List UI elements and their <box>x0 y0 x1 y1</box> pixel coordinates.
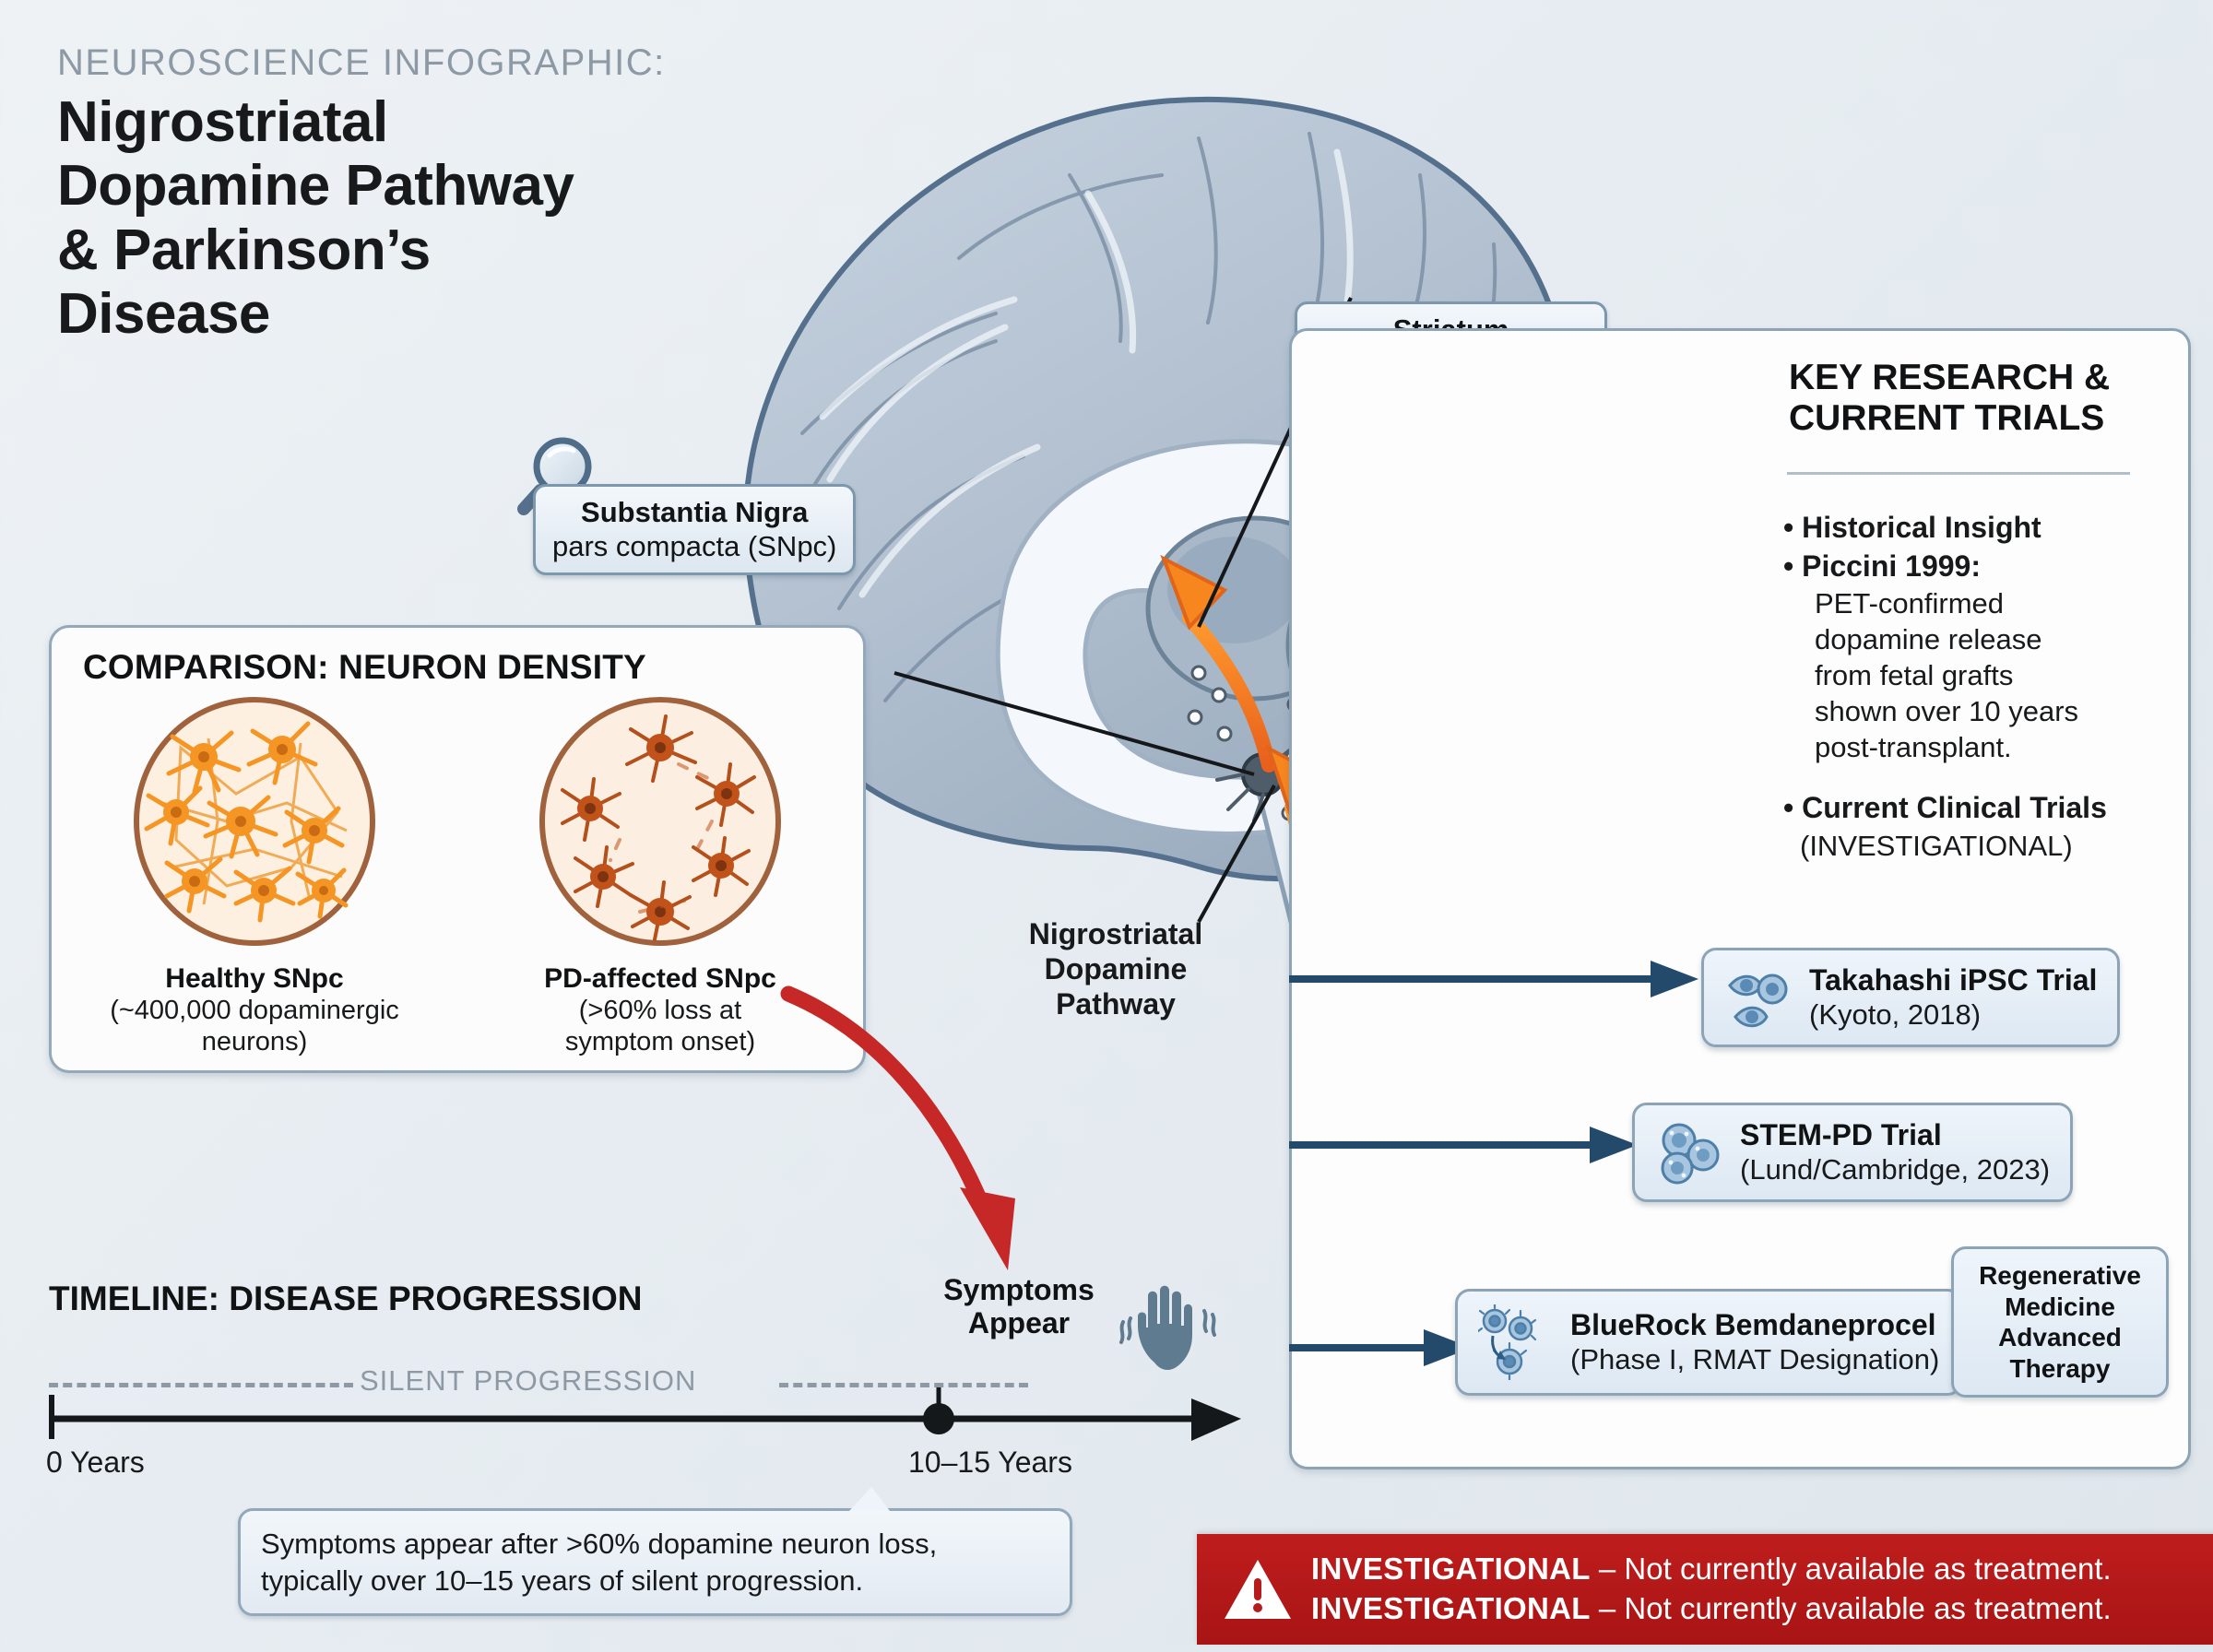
comparison-pd: PD-affected SNpc (>60% loss at symptom o… <box>503 692 817 1057</box>
trial-stempd-name: STEM-PD Trial <box>1740 1118 1942 1152</box>
warning-line-1-rest: – Not currently available as treatment. <box>1590 1552 2112 1587</box>
research-bullet-list: • Historical Insight • Piccini 1999: PET… <box>1783 509 2180 864</box>
research-bullet-9: (INVESTIGATIONAL) <box>1800 830 2073 863</box>
comparison-panel: COMPARISON: NEURON DENSITY <box>49 625 866 1073</box>
timeline-heading: TIMELINE: DISEASE PROGRESSION <box>49 1280 643 1317</box>
research-bullet-5: shown over 10 years <box>1815 695 2079 728</box>
timeline-dash-left <box>49 1383 353 1387</box>
progression-arrow-icon <box>779 977 1093 1281</box>
pd-sub-2: symptom onset) <box>564 1027 756 1057</box>
rmat-line-3: Advanced <box>1998 1323 2122 1352</box>
title-line-2: Dopamine Pathway <box>57 154 574 218</box>
research-bullet-3: dopamine release <box>1815 623 2042 656</box>
trial-card-stem-pd[interactable]: STEM-PD Trial (Lund/Cambridge, 2023) <box>1632 1103 2074 1202</box>
timeline-note-line-2: typically over 10–15 years of silent pro… <box>261 1564 864 1597</box>
trial-takahashi-meta: (Kyoto, 2018) <box>1809 997 1982 1031</box>
callout-substantia-nigra: Substantia Nigra pars compacta (SNpc) <box>533 484 857 575</box>
healthy-neuron-field-icon <box>134 697 375 946</box>
research-bullet-6: post-transplant. <box>1815 731 2012 764</box>
timeline-end-label: 10–15 Years <box>908 1446 1072 1479</box>
timeline-note-line-1: Symptoms appear after >60% dopamine neur… <box>261 1528 938 1560</box>
timeline-start-label: 0 Years <box>46 1446 145 1479</box>
timeline-dash-right <box>779 1383 1028 1387</box>
research-bullet-8: • Current Clinical Trials <box>1783 791 2107 825</box>
timeline-note-bubble: Symptoms appear after >60% dopamine neur… <box>238 1487 1072 1617</box>
pd-label: PD-affected SNpc <box>544 963 776 994</box>
stem-cells-icon <box>1661 1123 1720 1185</box>
timeline-axis <box>46 1367 1245 1452</box>
warning-triangle-icon <box>1225 1560 1291 1619</box>
rmat-line-1: Regenerative <box>1979 1261 2141 1290</box>
research-bullet-spacer <box>1783 765 2180 789</box>
title-line-1: Nigrostriatal <box>57 90 388 154</box>
comparison-heading: COMPARISON: NEURON DENSITY <box>83 648 646 686</box>
warning-text: INVESTIGATIONAL – Not currently availabl… <box>1311 1550 2112 1629</box>
timeline-symptoms-label: Symptoms Appear <box>943 1273 1095 1339</box>
research-title-line-2: CURRENT TRIALS <box>1789 398 2105 439</box>
trial-bluerock-meta: (Phase I, RMAT Designation) <box>1570 1342 1940 1375</box>
trial-takahashi-name: Takahashi iPSC Trial <box>1809 963 2098 997</box>
pd-neuron-field-icon <box>539 697 781 946</box>
pd-sub-1: (>60% loss at <box>578 996 742 1025</box>
warning-line-1: INVESTIGATIONAL – Not currently availabl… <box>1311 1550 2112 1589</box>
research-bullet-4: from fetal grafts <box>1815 659 2014 692</box>
title-line-4: Disease <box>57 282 270 347</box>
callout-snpc-sub: pars compacta (SNpc) <box>552 529 837 562</box>
page-title: Nigrostriatal Dopamine Pathway & Parkins… <box>57 90 795 347</box>
rmat-line-2: Medicine <box>2005 1292 2115 1321</box>
healthy-label: Healthy SNpc <box>165 963 344 994</box>
trial-stempd-meta: (Lund/Cambridge, 2023) <box>1740 1152 2051 1186</box>
research-divider <box>1787 472 2130 475</box>
warning-line-2-bold: INVESTIGATIONAL <box>1311 1591 1591 1625</box>
investigational-warning-banner: INVESTIGATIONAL – Not currently availabl… <box>1197 1534 2213 1645</box>
trembling-hand-icon <box>1118 1278 1219 1379</box>
comparison-healthy: Healthy SNpc (~400,000 dopaminergic neur… <box>98 692 411 1057</box>
warning-line-2-rest: – Not currently available as treatment. <box>1590 1591 2112 1625</box>
research-title-line-1: KEY RESEARCH & <box>1789 358 2111 397</box>
healthy-sub-1: (~400,000 dopaminergic <box>110 996 399 1025</box>
trial-bluerock-name: BlueRock Bemdaneprocel <box>1570 1308 1936 1342</box>
timeline-silent-label: SILENT PROGRESSION <box>360 1364 697 1397</box>
ipsc-cells-icon <box>1728 974 1788 1028</box>
kicker-text: NEUROSCIENCE INFOGRAPHIC: <box>57 42 666 83</box>
trial-card-bluerock[interactable]: BlueRock Bemdaneprocel (Phase I, RMAT De… <box>1455 1289 1963 1396</box>
research-panel-title: KEY RESEARCH & CURRENT TRIALS <box>1789 358 2176 440</box>
trial-card-takahashi[interactable]: Takahashi iPSC Trial (Kyoto, 2018) <box>1701 948 2121 1047</box>
warning-line-2: INVESTIGATIONAL – Not currently availabl… <box>1311 1589 2112 1629</box>
rmat-line-4: Therapy <box>2009 1353 2111 1383</box>
research-bullet-1: • Piccini 1999: <box>1783 549 1981 583</box>
differentiating-cells-icon <box>1478 1304 1537 1380</box>
bubble-tail <box>849 1487 890 1511</box>
research-bullet-2: PET-confirmed <box>1815 587 2005 620</box>
healthy-sub-2: neurons) <box>201 1027 308 1057</box>
callout-snpc-title: Substantia Nigra <box>581 496 809 528</box>
title-line-3: & Parkinson’s <box>57 218 431 282</box>
rmat-designation-badge: Regenerative Medicine Advanced Therapy <box>1951 1246 2169 1398</box>
warning-line-1-bold: INVESTIGATIONAL <box>1311 1552 1591 1587</box>
research-bullet-0: • Historical Insight <box>1783 511 2041 544</box>
